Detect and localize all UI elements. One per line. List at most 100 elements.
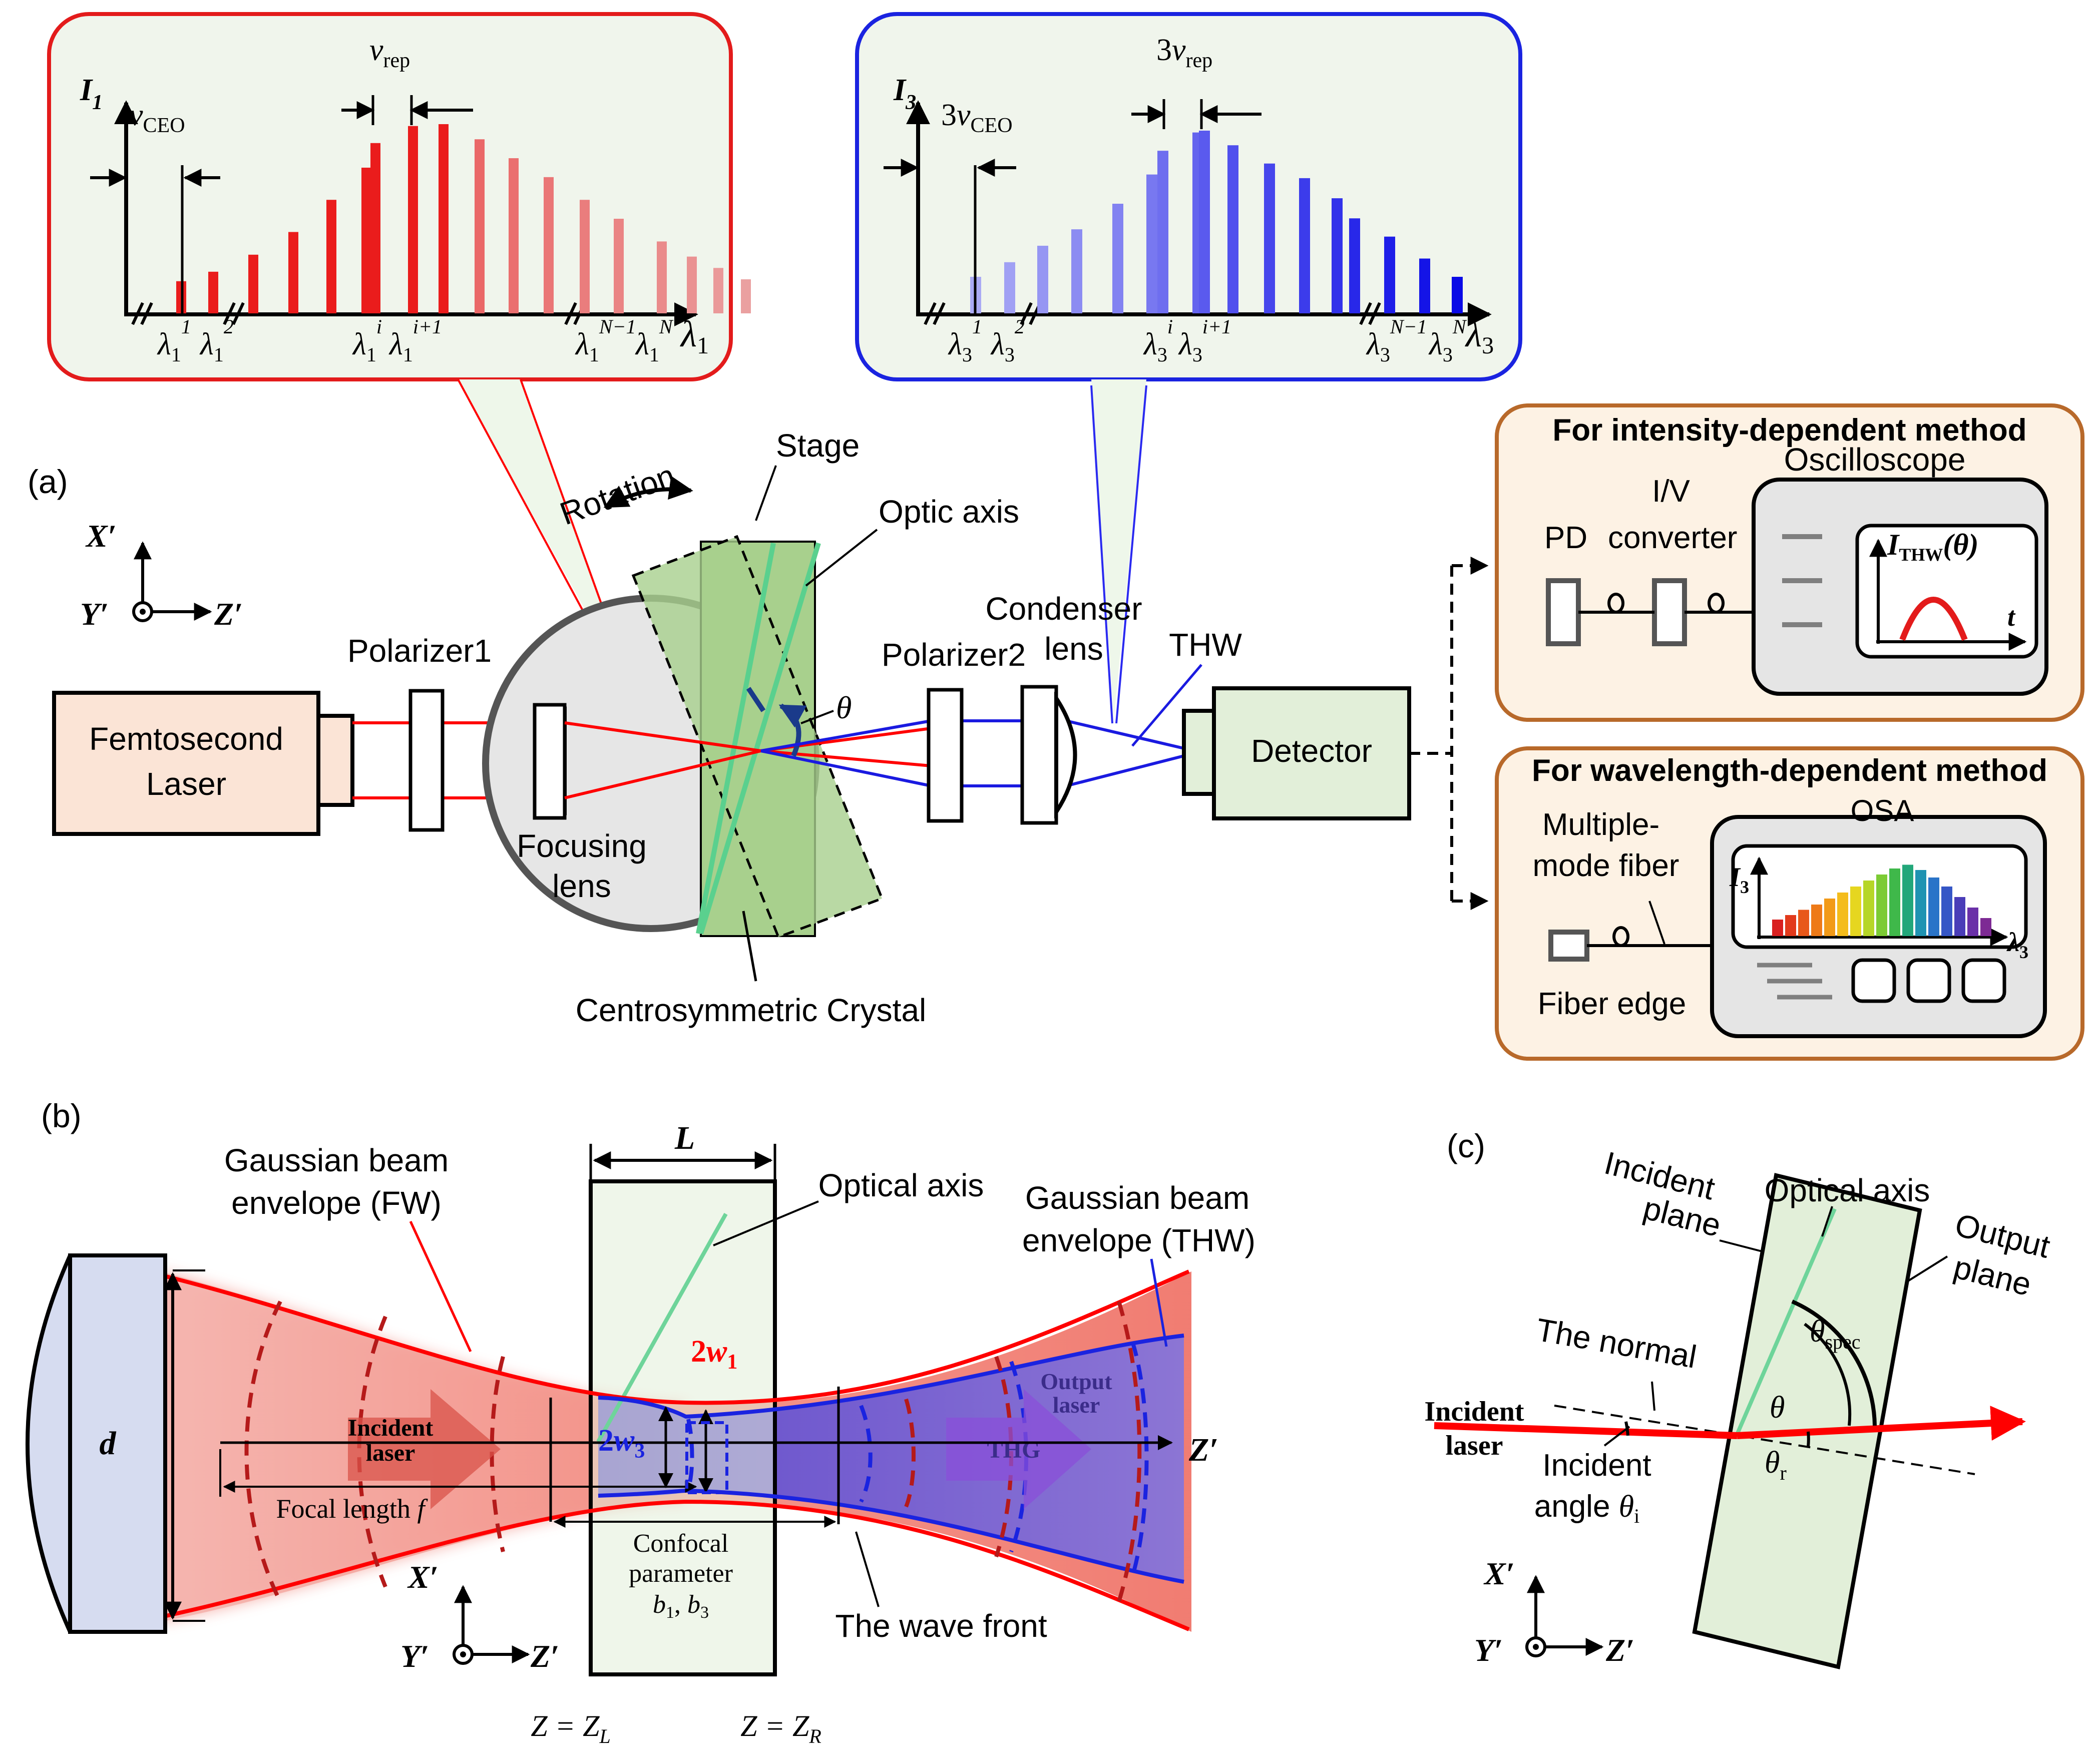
theta-spec-arc: [1791, 1299, 1877, 1426]
axis-x-label-b: X′: [407, 1559, 439, 1595]
converter-label: converter: [1608, 521, 1737, 555]
osa-spectrum-bar: [1928, 877, 1939, 936]
comb-blue-tick-label: λ3i: [1143, 315, 1173, 366]
osa-spectrum-bar: [1811, 905, 1822, 936]
comb-red-bar: [614, 219, 624, 313]
detector: [1212, 686, 1411, 820]
crystal-c: [1692, 1173, 1922, 1669]
osa-spectrum-bar: [1772, 920, 1783, 936]
cable-loops: [1607, 593, 1725, 614]
comb-red-ceo-label: νCEO: [129, 98, 185, 137]
incident-laser-label-1: Incident: [1424, 1396, 1524, 1427]
intensity-method-title: For intensity-dependent method: [1552, 413, 2026, 448]
comb-blue-bar: [1419, 258, 1430, 313]
osa-spectrum-bar: [1798, 910, 1809, 936]
comb-blue-tick-label: λ31: [948, 315, 982, 366]
detector-label: Detector: [1251, 733, 1372, 769]
osa-spectrum-bar: [1889, 868, 1900, 936]
comb-blue-tick-label: λ32: [990, 315, 1025, 366]
output-label-1: Output: [1040, 1369, 1112, 1394]
optic-axis-1: [696, 543, 776, 934]
oscilloscope-label: Oscilloscope: [1784, 442, 1966, 478]
refraction-diagram: Optical axis Incident plane Output plane…: [1424, 1145, 2053, 1669]
incident-label-1: Incident: [348, 1415, 434, 1441]
axis-y-label-a: Y′: [80, 596, 109, 632]
polarizer-1-label: Polarizer1: [347, 633, 492, 669]
axis-z-label-c: Z′: [1605, 1632, 1634, 1668]
laser-label-1: Femtosecond: [89, 721, 283, 757]
optical-axis-b: [596, 1213, 728, 1443]
lens-b-curve: [26, 1254, 72, 1633]
osa-y-label: I3: [1729, 862, 1749, 897]
comb-blue-bar: [1452, 277, 1463, 313]
oscilloscope-time-label: t: [2007, 602, 2016, 632]
comb-blue-bar: [1004, 262, 1015, 313]
comb-red-bar: [741, 279, 751, 313]
comb-blue-bar: [1071, 229, 1082, 313]
comb-red-bar: [370, 143, 380, 313]
osa-button-3[interactable]: [1961, 958, 2006, 1003]
photodiode: [1546, 578, 1581, 646]
lens-b: [68, 1253, 167, 1634]
oscilloscope-screen: [1855, 524, 2038, 659]
comb-red-tick-label: λ11: [157, 315, 191, 366]
comb-red-bar: [544, 177, 554, 313]
confocal-label-1: Confocal: [633, 1529, 729, 1558]
theta-r-label: θr: [1765, 1446, 1787, 1484]
rotation-arrow: [603, 476, 693, 509]
comb-red-bar: [439, 124, 449, 313]
normal-label: The normal: [1533, 1311, 1699, 1375]
comb-blue-y-label: I3: [893, 73, 916, 114]
comb-blue-bar: [1037, 245, 1048, 313]
iv-converter: [1652, 578, 1687, 646]
osa-spectrum-bar: [1980, 918, 1991, 936]
w3-label: 2w3: [598, 1424, 645, 1463]
osa-spectrum-bar: [1837, 893, 1848, 936]
laser-label-2: Laser: [146, 766, 226, 802]
osa-spectrum-bars: [1772, 864, 1991, 936]
crystal-length-label: L: [674, 1120, 695, 1156]
comb-red-bar: [326, 200, 336, 313]
optic-axis-label: Optic axis: [879, 494, 1019, 530]
comb-blue-bar: [1146, 174, 1157, 313]
condenser-label-2: lens: [1044, 631, 1103, 667]
osa-spectrum-bar: [1850, 887, 1861, 936]
oscilloscope-signal-label: ITHW(θ): [1887, 528, 1978, 565]
beam-diagram: Incident laser THG Output laser Z′ d Foc…: [26, 1120, 1255, 1747]
osa-button-1[interactable]: [1851, 958, 1896, 1003]
wavelength-method-title: For wavelength-dependent method: [1532, 753, 2047, 788]
axes-triad-a: X′ Y′ Z′: [80, 518, 243, 632]
axis-z-label-b: Z′: [530, 1638, 559, 1674]
comb-red-bar: [475, 139, 485, 313]
rotation-label: Rotation: [555, 457, 680, 532]
w1-label: 2w1: [691, 1335, 737, 1374]
theta-r-arc: [1807, 1431, 1810, 1447]
comb-red-tick-label: λ1i: [352, 315, 382, 366]
thw-label: THW: [1169, 627, 1242, 663]
comb-blue-x-label: λ3: [1465, 314, 1494, 359]
theta-arc-a: [778, 703, 807, 757]
gauss-thw-label-2: envelope (THW): [1022, 1222, 1255, 1258]
crystal-b: [589, 1179, 777, 1676]
condenser-lens: [1054, 691, 1077, 819]
comb-red-frame: [47, 12, 733, 381]
incident-laser-label-2: laser: [1445, 1430, 1503, 1461]
wavelength-method-box: For wavelength-dependent method OSA I3 λ…: [1495, 746, 2084, 1061]
comb-blue-bar: [1349, 218, 1360, 313]
osa-spectrum-bar: [1967, 908, 1978, 936]
condenser-lens-body: [1020, 685, 1058, 825]
normal-line: [1554, 1405, 1975, 1475]
confocal-label-3: b1, b3: [653, 1590, 709, 1622]
osa-spectrum-bar: [1863, 881, 1874, 936]
optical-axis-label-c: Optical axis: [1765, 1172, 1930, 1208]
comb-red-tick-label: λ1N: [635, 315, 674, 366]
incident-angle-label-1: Incident: [1542, 1448, 1651, 1483]
osa-spectrum-bar: [1941, 887, 1952, 936]
osa-button-2[interactable]: [1906, 958, 1951, 1003]
crystal-label: Centrosymmetric Crystal: [576, 992, 927, 1028]
comb-red-bar: [713, 268, 723, 313]
incident-angle-label-2: angle θi: [1534, 1489, 1640, 1527]
